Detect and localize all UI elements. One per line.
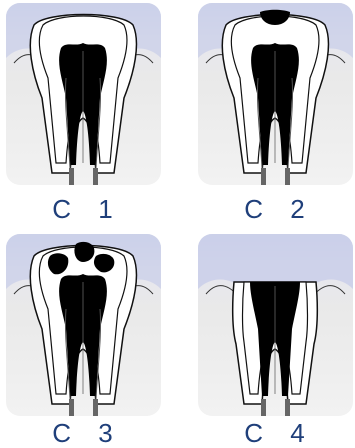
tooth-panel-c3	[6, 234, 161, 416]
tooth-panel-c1	[6, 3, 161, 185]
stage-label-c3: C 3	[10, 420, 165, 446]
tooth-panel-c4	[198, 234, 353, 416]
tooth-c2-illustration	[198, 3, 353, 185]
stage-label-c2: C 2	[202, 196, 355, 222]
tooth-c1-illustration	[6, 3, 161, 185]
tooth-c3-illustration	[6, 234, 161, 416]
stage-label-c1: C 1	[10, 196, 165, 222]
tooth-panel-c2	[198, 3, 353, 185]
stage-label-c4: C 4	[202, 420, 355, 446]
tooth-c4-illustration	[198, 234, 353, 416]
